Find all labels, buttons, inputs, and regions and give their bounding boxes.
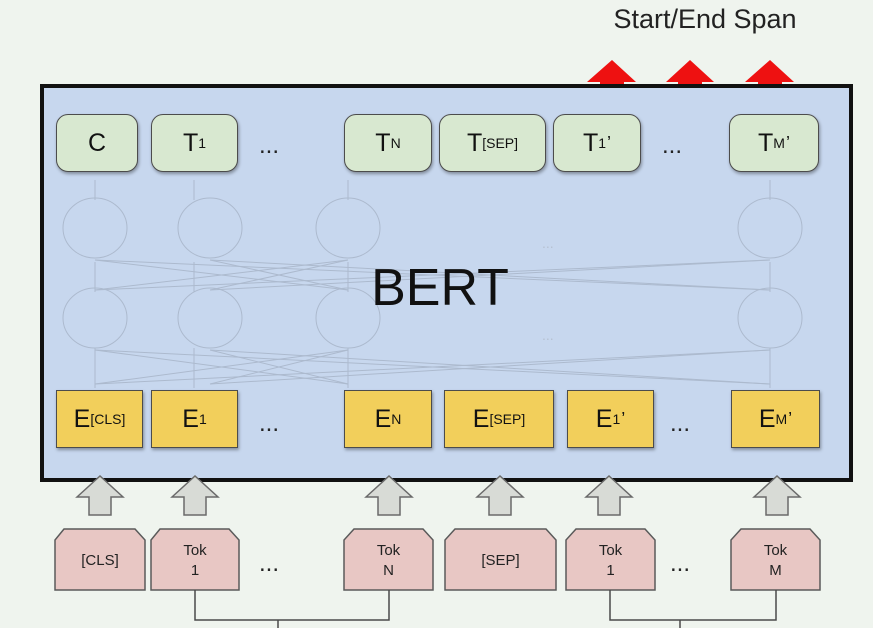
token-tok-n: Tok N [376, 542, 401, 579]
token-tok-m: Tok M [763, 542, 788, 579]
input-arrow-icon [170, 474, 220, 516]
span-output-title: Start/End Span [613, 4, 797, 34]
segment-b-bracket [609, 590, 777, 621]
input-arrow-icon [475, 474, 525, 516]
input-arrow-icon [752, 474, 802, 516]
token-shape [444, 528, 557, 591]
token-sep: [SEP] [481, 552, 520, 569]
token-shape [565, 528, 656, 591]
token-ellipsis-2: ... [669, 550, 690, 577]
embedding-ellipsis: ... [258, 410, 279, 437]
input-arrow-icon [75, 474, 125, 516]
input-arrow-icon [584, 474, 634, 516]
output-box-c: C [56, 114, 138, 172]
token-cls: [CLS] [81, 552, 119, 569]
token-shape [54, 528, 146, 591]
output-ellipsis: ... [258, 132, 279, 159]
input-arrow-icon [364, 474, 414, 516]
output-ellipsis-2: ... [661, 132, 682, 159]
token-shape [730, 528, 821, 591]
embedding-ellipsis-2: ... [669, 410, 690, 437]
output-box-tsep: T[SEP] [439, 114, 546, 172]
token-ellipsis: ... [258, 550, 279, 577]
embedding-box-cls: E[CLS] [56, 390, 143, 448]
token-shape [343, 528, 434, 591]
embedding-box-sep: E[SEP] [444, 390, 554, 448]
svg-text:...: ... [542, 327, 554, 343]
svg-text:...: ... [542, 235, 554, 251]
token-tok-1: Tok 1 [183, 542, 207, 579]
bert-label: BERT [371, 259, 509, 317]
token-tok-1-prime: Tok 1 [598, 542, 623, 579]
segment-a-bracket [194, 590, 390, 621]
token-shape [150, 528, 240, 591]
